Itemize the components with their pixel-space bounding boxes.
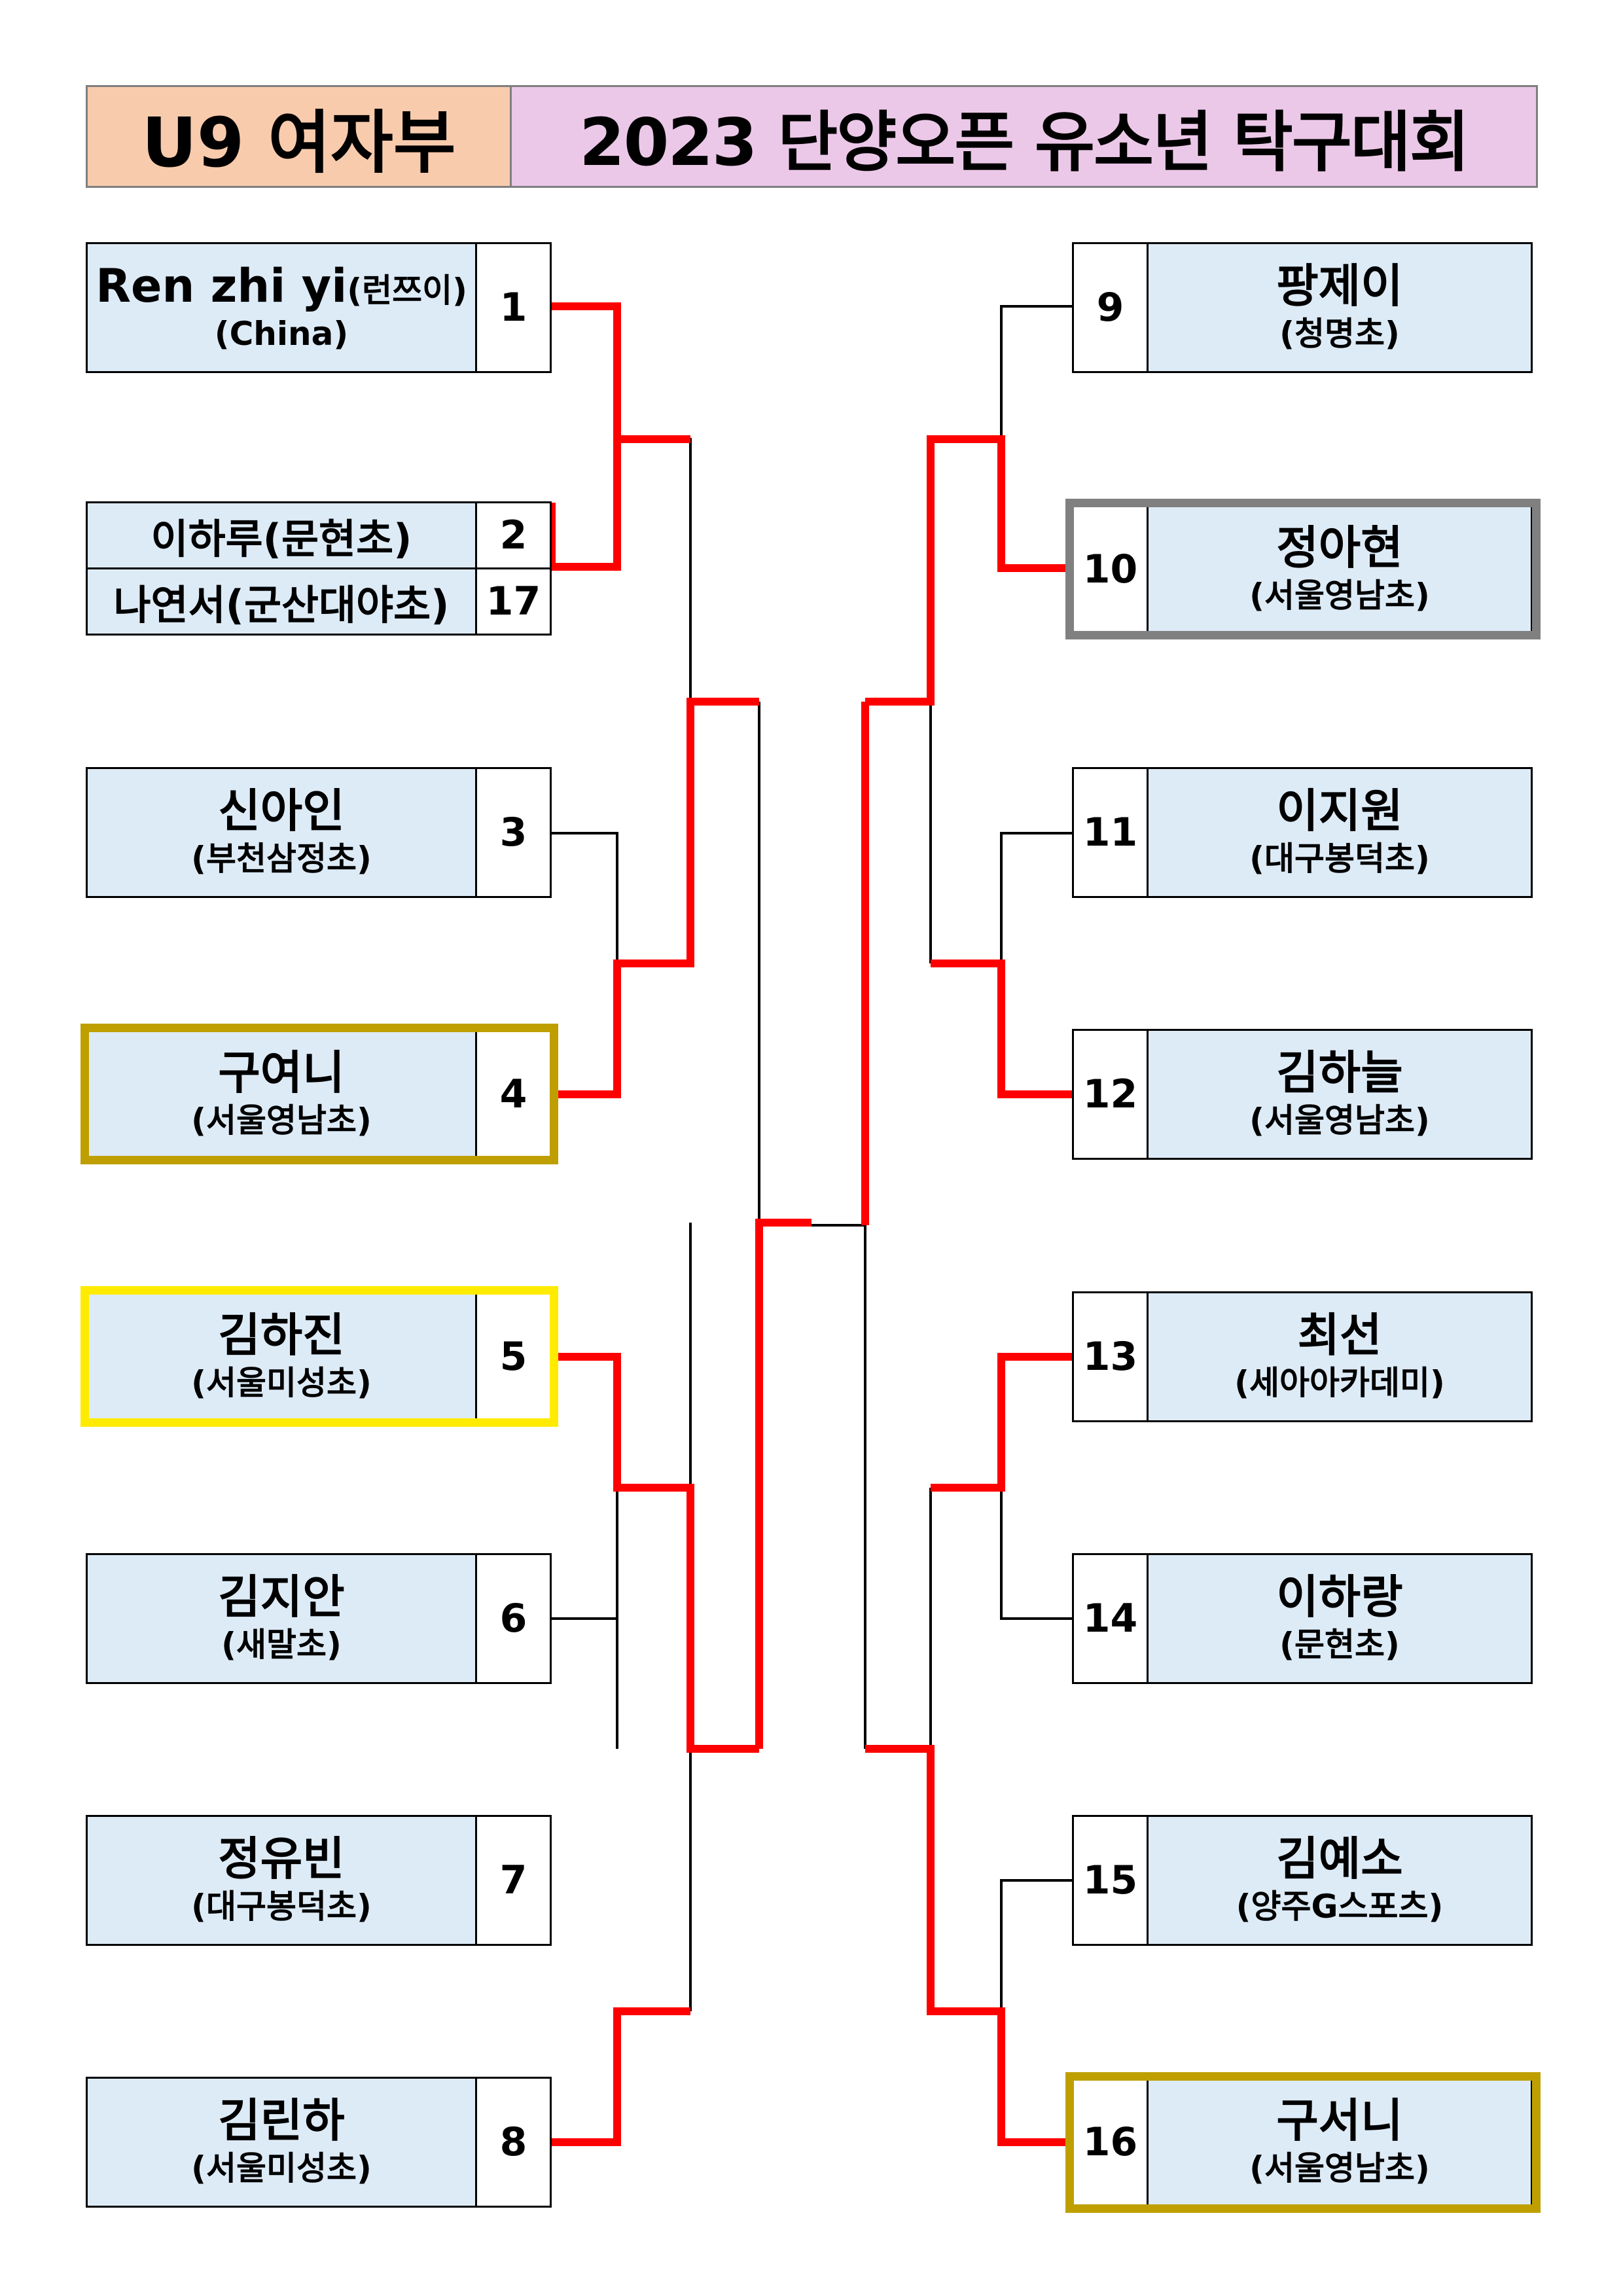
seed-number-7: 7 [475, 1815, 552, 1946]
player-school: (대구봉덕초) [1249, 839, 1430, 878]
player-name: 구여니 [218, 1046, 345, 1100]
seed-number-6: 6 [475, 1553, 552, 1684]
bracket-line [1000, 1488, 1072, 1620]
seed-number-8: 8 [475, 2077, 552, 2208]
player-name: 정아현 [1276, 521, 1403, 575]
winner-line [931, 960, 1072, 1098]
division-title: U9 여자부 [86, 85, 512, 188]
seed-highlight-gold [1065, 2072, 1541, 2213]
bracket-line [1000, 305, 1072, 439]
player-seed-5: 김하진 (서울미성초) [86, 1291, 477, 1422]
player-name: Ren zhi yi(런쯔이) [96, 259, 467, 314]
player-name: 팡제이 [1276, 259, 1403, 314]
bracket-lines-black [552, 305, 1072, 2011]
seed-number-11: 11 [1072, 767, 1149, 898]
seed-number-10: 10 [1072, 504, 1149, 635]
player-name: 이지원 [1276, 784, 1403, 838]
bracket-line [1000, 1879, 1072, 2011]
player-school: (서울미성초) [191, 2149, 372, 2187]
player-school: (대구봉덕초) [191, 1887, 372, 1926]
seed-highlight-gray [1065, 499, 1541, 639]
seed-number-3: 3 [475, 767, 552, 898]
player-name: 김하늘 [1276, 1046, 1403, 1100]
bracket-line [617, 438, 692, 702]
player-seed-9: 팡제이 (청명초) [1147, 242, 1533, 373]
player-school: (서울영남초) [1249, 1101, 1430, 1139]
seed-number-14: 14 [1072, 1553, 1149, 1684]
player-name: 정유빈 [218, 1832, 345, 1886]
seed-number-9: 9 [1072, 242, 1149, 373]
bracket-line [552, 1617, 618, 1749]
bracket-lines-red [548, 302, 1072, 2146]
player-name: 이하랑 [1276, 1570, 1403, 1624]
player-seed-13: 최선 (세아아카데미) [1147, 1291, 1533, 1422]
player-school: (새말초) [221, 1625, 342, 1664]
player-school: (부천삼정초) [191, 839, 372, 878]
player-name: 김하진 [218, 1308, 345, 1363]
seed-number-5: 5 [475, 1291, 552, 1422]
winner-line [552, 1353, 759, 1753]
player-school: (양주G스포츠) [1236, 1887, 1444, 1926]
seed-number-4: 4 [475, 1029, 552, 1160]
player-name: 나연서(군산대야초) [113, 581, 450, 629]
seed-highlight-gold [80, 1024, 558, 1164]
player-name: 이하루(문현초) [151, 515, 412, 563]
winner-line [931, 1353, 1072, 1492]
player-seed-12: 김하늘 (서울영남초) [1147, 1029, 1533, 1160]
winner-line [865, 1745, 1072, 2146]
seed-number-13: 13 [1072, 1291, 1149, 1422]
player-name: 최선 [1297, 1308, 1382, 1363]
winner-line [865, 435, 1072, 706]
player-school: (청명초) [1279, 314, 1400, 353]
tournament-title: 2023 단양오픈 유소년 탁구대회 [510, 85, 1538, 188]
player-seed-6: 김지안 (새말초) [86, 1553, 477, 1684]
player-seed-16: 구서니 (서울영남초) [1147, 2077, 1533, 2208]
player-seed-3: 신아인 (부천삼정초) [86, 767, 477, 898]
player-name: 신아인 [218, 784, 345, 838]
player-seed-17: 나연서(군산대야초) [86, 567, 477, 636]
bracket-line [1000, 832, 1072, 963]
player-seed-7: 정유빈 (대구봉덕초) [86, 1815, 477, 1946]
player-name: 김지안 [218, 1570, 345, 1624]
seed-highlight-yellow [80, 1286, 558, 1427]
seed-number-1: 1 [475, 242, 552, 373]
player-name: 김린하 [218, 2094, 345, 2148]
winner-line [548, 439, 621, 571]
player-school: (세아아카데미) [1234, 1363, 1445, 1402]
player-school: (서울영남초) [1249, 2149, 1430, 2187]
player-school: (China) [214, 314, 349, 353]
winner-line [552, 698, 759, 1098]
seed-number-17: 17 [475, 567, 552, 636]
seed-number-2: 2 [475, 501, 552, 569]
seed-number-15: 15 [1072, 1815, 1149, 1946]
player-school: (서울영남초) [191, 1101, 372, 1139]
winner-line [552, 302, 690, 443]
player-school: (서울미성초) [191, 1363, 372, 1402]
player-seed-15: 김예소 (양주G스포츠) [1147, 1815, 1533, 1946]
player-school: (서울영남초) [1249, 576, 1430, 615]
bracket-line [552, 832, 618, 963]
seed-number-12: 12 [1072, 1029, 1149, 1160]
player-seed-2: 이하루(문현초) [86, 501, 477, 569]
player-seed-1: Ren zhi yi(런쯔이) (China) [86, 242, 477, 373]
winner-line [552, 2007, 690, 2146]
player-seed-8: 김린하 (서울미성초) [86, 2077, 477, 2208]
player-school: (문현초) [1279, 1625, 1400, 1664]
player-seed-14: 이하랑 (문현초) [1147, 1553, 1533, 1684]
player-seed-11: 이지원 (대구봉덕초) [1147, 767, 1533, 898]
winner-line [755, 1219, 812, 1749]
player-name: 구서니 [1276, 2094, 1403, 2148]
player-name: 김예소 [1276, 1832, 1403, 1886]
